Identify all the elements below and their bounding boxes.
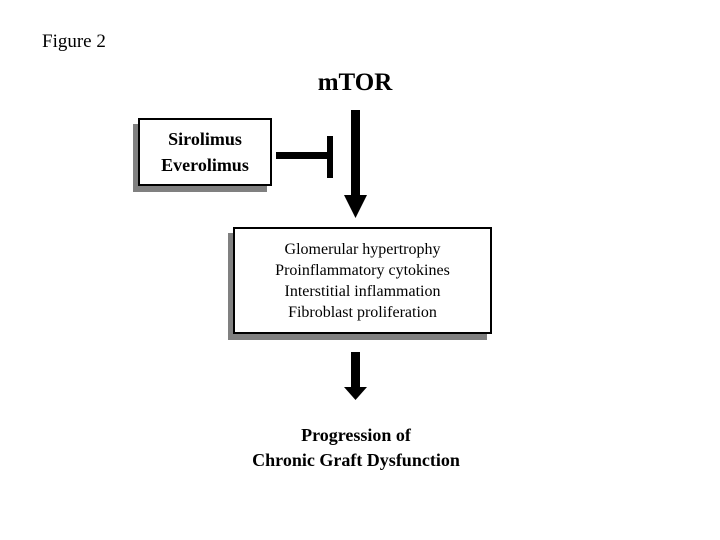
effects-box-line-3: Interstitial inflammation <box>284 282 441 300</box>
effects-box-line-1: Glomerular hypertrophy <box>284 240 441 258</box>
effects-box-line-2: Proinflammatory cytokines <box>275 261 450 279</box>
node-mtor-title: mTOR <box>317 69 393 96</box>
figure-label: Figure 2 <box>42 31 106 52</box>
outcome-text: Progression of Chronic Graft Dysfunction <box>206 423 506 473</box>
effects-box: Glomerular hypertrophy Proinflammatory c… <box>228 227 492 340</box>
outcome-line-1: Progression of <box>301 425 411 445</box>
drug-box-face: Sirolimus Everolimus <box>138 118 272 186</box>
inhibition-tbar-icon <box>276 136 333 178</box>
arrow-down-icon-effects-to-outcome <box>344 352 367 400</box>
drug-box-line-2: Everolimus <box>161 155 249 175</box>
drug-box: Sirolimus Everolimus <box>133 118 272 192</box>
effects-box-line-4: Fibroblast proliferation <box>288 303 437 321</box>
drug-box-line-1: Sirolimus <box>168 129 242 149</box>
outcome-line-2: Chronic Graft Dysfunction <box>252 450 460 470</box>
effects-box-face: Glomerular hypertrophy Proinflammatory c… <box>233 227 492 334</box>
arrow-down-icon-mtor-to-effects <box>344 110 367 218</box>
